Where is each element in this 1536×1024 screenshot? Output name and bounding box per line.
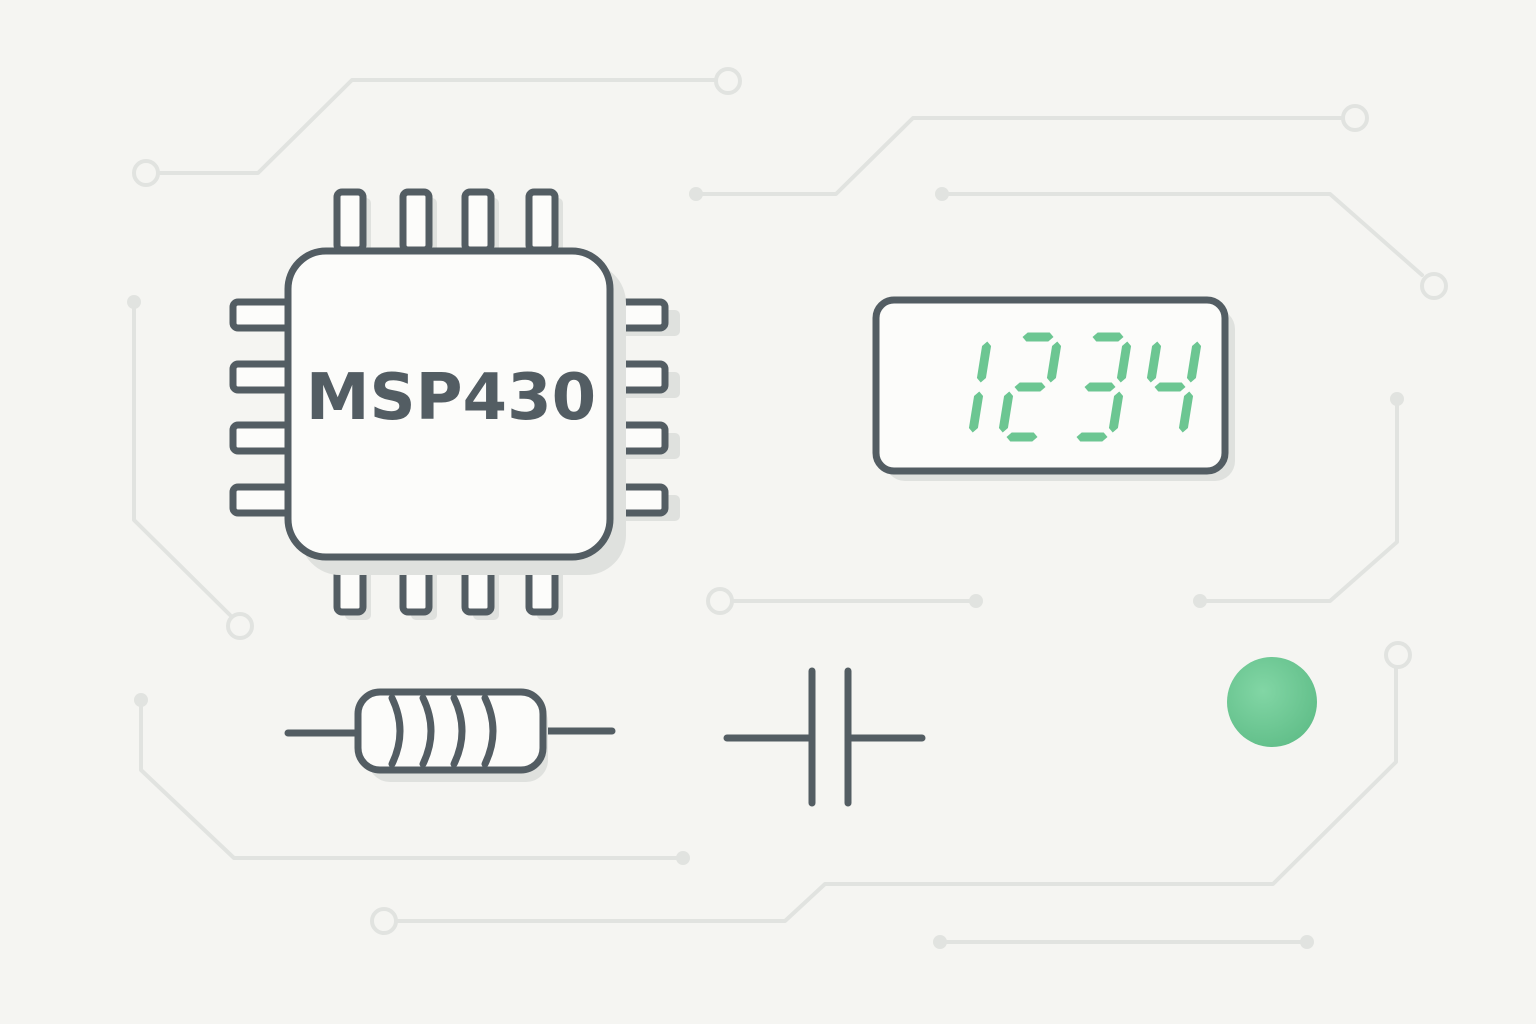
resistor-band [419,694,435,768]
seven-segment-display: 1234 [872,296,1235,481]
trace [396,666,1398,923]
display-segment [1186,341,1202,383]
trace-pad [370,907,398,935]
chip-body [284,247,614,561]
resistor-band [481,694,497,768]
resistor-band [450,694,466,768]
trace [1198,397,1399,603]
display-segment [1006,432,1038,442]
chip-pin [229,483,295,517]
trace-pad [933,935,947,949]
display-segment [1178,391,1194,433]
display-segment [1084,382,1116,392]
trace-pad [1341,104,1369,132]
chip-pin [399,188,433,254]
display-segment [1022,332,1054,342]
trace-pad [706,587,734,615]
trace-pad [689,187,703,201]
display-segment [1108,391,1124,433]
trace [940,192,1424,277]
display-segment [1154,382,1186,392]
microcontroller-chip: MSP430 [229,188,680,620]
trace-pad [676,851,690,865]
trace-pad [969,594,983,608]
trace-pad [1300,935,1314,949]
capacitor [723,667,926,807]
chip-pin [333,188,367,254]
trace-pad [1390,392,1404,406]
trace-pad [132,159,160,187]
chip-label: MSP430 [306,361,596,435]
display-segment [998,391,1014,433]
trace [694,116,1344,196]
trace-pad [226,612,254,640]
trace-pad [1193,594,1207,608]
display-segment [1146,341,1162,383]
trace [139,698,685,860]
chip-pin [229,360,295,394]
display-segment [1014,382,1046,392]
display-segment [1076,432,1108,442]
resistor-band [388,694,404,768]
trace-pad [1384,641,1412,669]
display-segment [968,391,984,433]
trace [132,300,232,617]
display-segment [1116,341,1132,383]
chip-pin [229,298,295,332]
trace-pad [1420,272,1448,300]
trace-pad [127,295,141,309]
resistor [284,688,616,782]
led-indicator [1227,657,1317,747]
trace-pad [714,67,742,95]
chip-pin [525,188,559,254]
display-segment [1046,341,1062,383]
trace-pad [935,187,949,201]
chip-pin [461,188,495,254]
trace-pad [134,693,148,707]
display-segment [976,341,992,383]
resistor-body [354,688,547,774]
chip-pins [229,188,680,620]
chip-pin [229,421,295,455]
display-frame [872,296,1229,475]
display-digits [968,332,1202,442]
display-segment [1092,332,1124,342]
background-traces [127,67,1448,949]
trace [144,78,718,175]
